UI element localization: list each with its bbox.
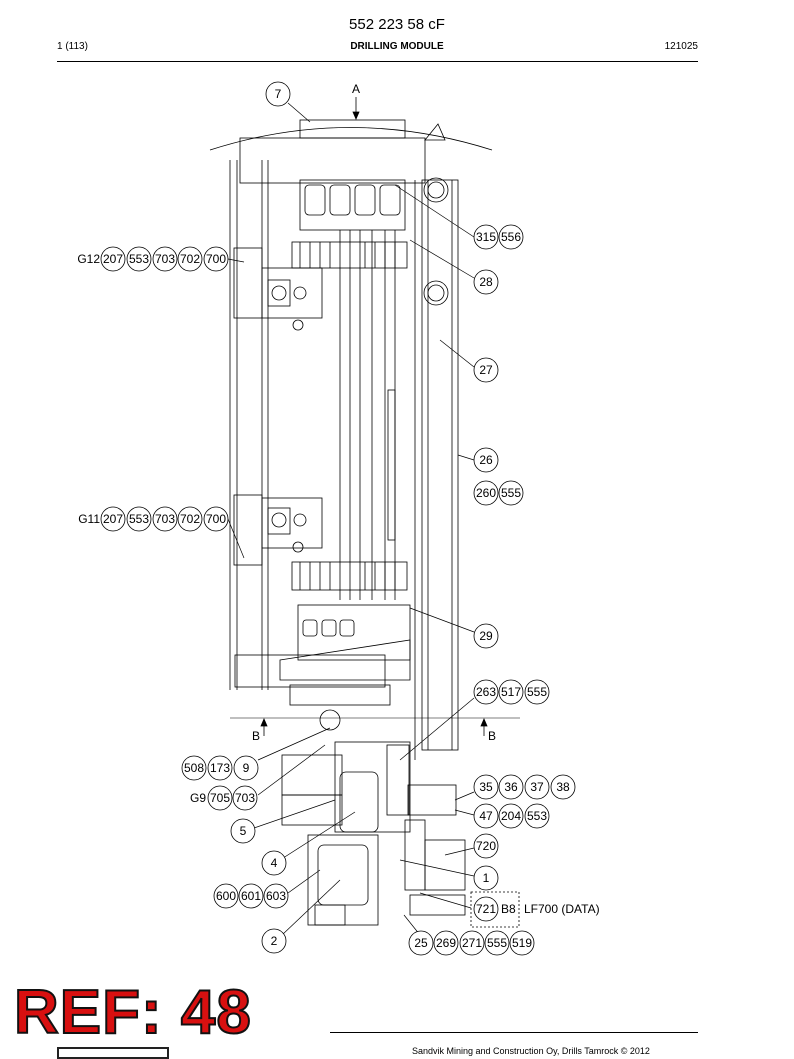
callout-g12-700: 700: [206, 252, 226, 266]
callout-519: 519: [512, 936, 532, 950]
callout-g9-703: 703: [235, 791, 255, 805]
section-label-b-right: B: [488, 729, 496, 743]
callout-555-a: 555: [501, 486, 521, 500]
gear-band-upper: [291, 241, 408, 269]
leader-lines: [227, 102, 475, 936]
footer-copyright: Sandvik Mining and Construction Oy, Dril…: [412, 1046, 650, 1056]
callout-g12-702: 702: [180, 252, 200, 266]
callout-269: 269: [436, 936, 456, 950]
callout-260: 260: [476, 486, 496, 500]
callout-600: 600: [216, 889, 236, 903]
callout-173: 173: [210, 761, 230, 775]
callout-g12-703: 703: [155, 252, 175, 266]
group-label-g9: G9: [190, 791, 206, 805]
callout-603: 603: [266, 889, 286, 903]
callout-g9-705: 705: [210, 791, 230, 805]
callout-5: 5: [240, 824, 247, 838]
gear-band-lower: [291, 561, 408, 591]
callout-508: 508: [184, 761, 204, 775]
callout-28: 28: [479, 275, 493, 289]
footer-divider: [330, 1032, 698, 1033]
callout-315: 315: [476, 230, 496, 244]
callout-517: 517: [501, 685, 521, 699]
callout-27: 27: [479, 363, 493, 377]
callout-g12-207: 207: [103, 252, 123, 266]
document-number: 552 223 58 cF: [349, 16, 445, 33]
reference-stamp: REF: 48: [13, 978, 252, 1047]
data-label-lf700: LF700 (DATA): [524, 902, 600, 916]
page-indicator: 1 (113): [57, 41, 88, 52]
callout-4: 4: [271, 856, 278, 870]
callout-556: 556: [501, 230, 521, 244]
section-arrowhead-left: [260, 717, 268, 727]
left-guide-rail: [229, 160, 269, 690]
callout-g11-700: 700: [206, 512, 226, 526]
view-arrowhead-a: [352, 111, 360, 121]
rod-holder-lower: [233, 494, 323, 566]
callout-204: 204: [501, 809, 521, 823]
callout-26: 26: [479, 453, 493, 467]
callout-g11-702: 702: [180, 512, 200, 526]
group-label-b8: B8: [501, 902, 516, 916]
callout-g11-703: 703: [155, 512, 175, 526]
callout-g11-553: 553: [129, 512, 149, 526]
callout-35: 35: [479, 780, 493, 794]
callout-g11-207: 207: [103, 512, 123, 526]
view-label-a: A: [352, 82, 360, 96]
callout-29: 29: [479, 629, 493, 643]
callout-720: 720: [476, 839, 496, 853]
callout-38: 38: [556, 780, 570, 794]
callout-263: 263: [476, 685, 496, 699]
top-rotation-unit: [239, 119, 449, 306]
section-arrowhead-right: [480, 717, 488, 727]
callout-9: 9: [243, 761, 250, 775]
callout-25: 25: [414, 936, 428, 950]
callout-7: 7: [275, 87, 282, 101]
group-label-g12: G12: [77, 252, 100, 266]
callout-g12-553: 553: [129, 252, 149, 266]
feed-beam: [414, 179, 459, 760]
centre-rod: [339, 230, 396, 600]
rod-holder-upper: [233, 247, 323, 331]
section-label-b-left: B: [252, 729, 260, 743]
callout-37: 37: [530, 780, 544, 794]
callout-2: 2: [271, 934, 278, 948]
brand-logo: [57, 1047, 169, 1059]
callout-47: 47: [479, 809, 493, 823]
top-arc: [209, 127, 493, 151]
date-code: 121025: [664, 41, 698, 52]
group-label-g11: G11: [78, 512, 100, 526]
module-title: DRILLING MODULE: [350, 41, 444, 52]
data-connector-box: [470, 891, 520, 928]
callout-601: 601: [241, 889, 261, 903]
callout-bubbles: [100, 81, 576, 956]
callout-271: 271: [462, 936, 482, 950]
lower-assembly: [281, 741, 466, 926]
callout-553-b: 553: [527, 809, 547, 823]
bottom-hydraulic-unit: [234, 604, 411, 731]
header-divider: [57, 61, 698, 62]
callout-555-b: 555: [527, 685, 547, 699]
callout-36: 36: [504, 780, 518, 794]
callout-555-c: 555: [487, 936, 507, 950]
callout-721: 721: [476, 902, 496, 916]
callout-1: 1: [483, 871, 490, 885]
